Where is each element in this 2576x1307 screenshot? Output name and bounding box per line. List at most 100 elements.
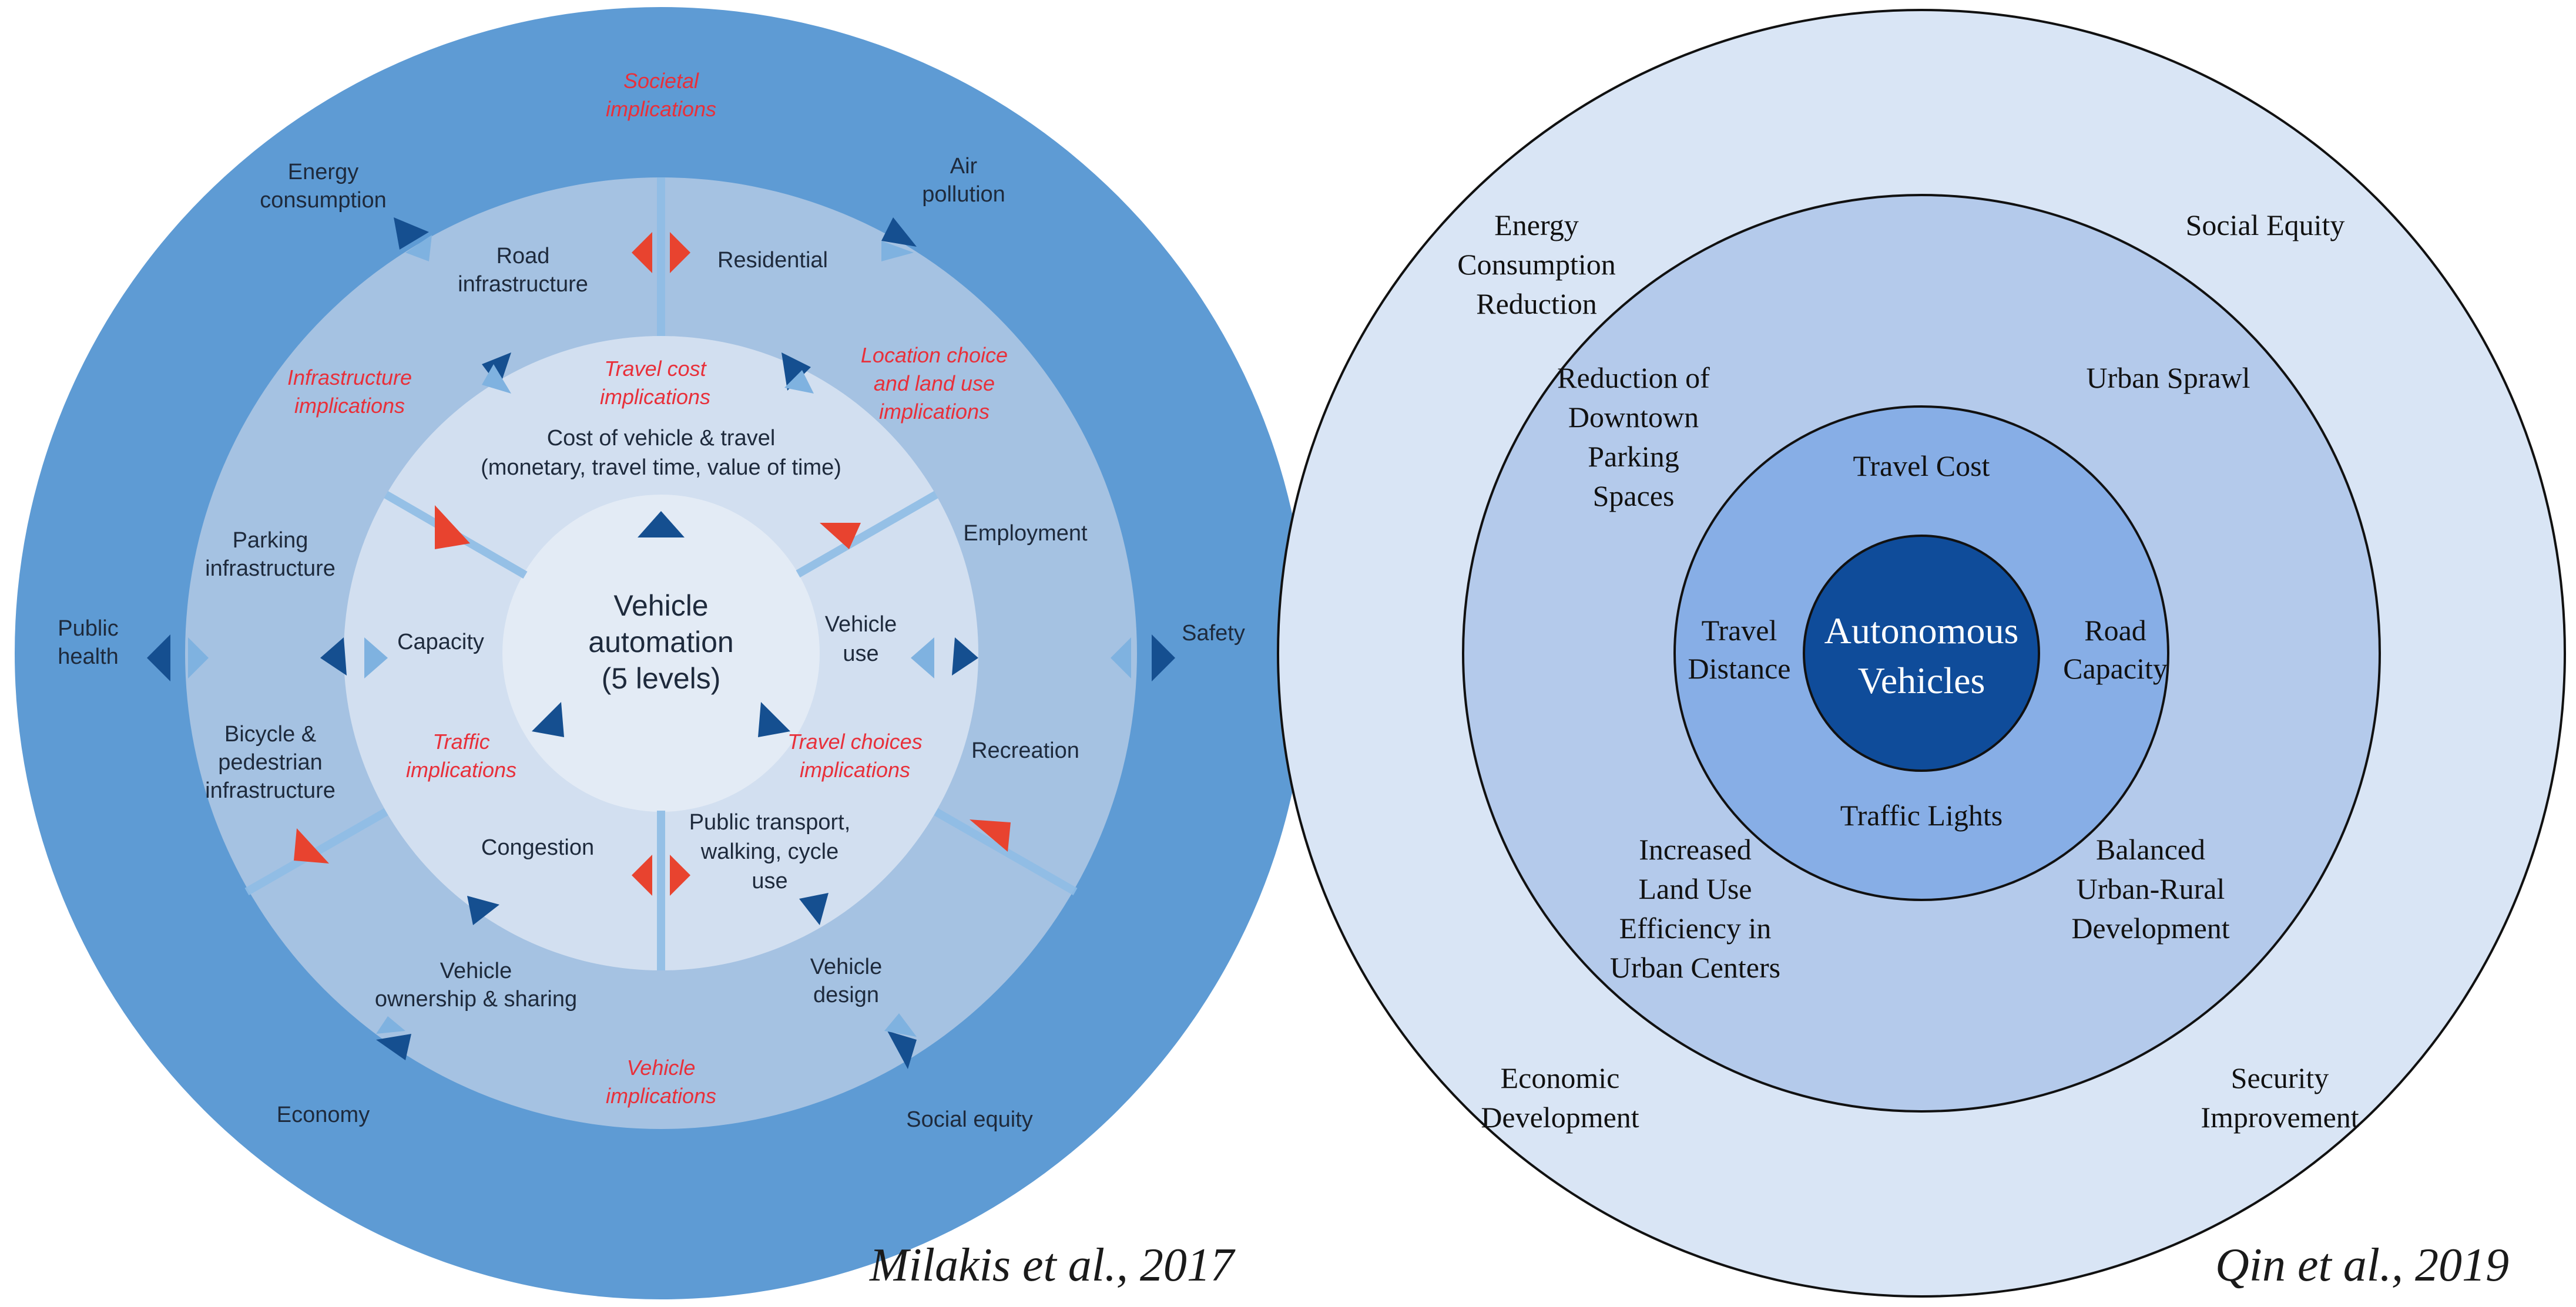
balanced-development-label: Urban-Rural — [2077, 872, 2225, 905]
public-health-label: health — [58, 644, 119, 669]
land-use-label: Efficiency in — [1619, 912, 1772, 945]
blue-triangle-marker — [881, 217, 917, 247]
travel-distance-label: Travel — [1702, 614, 1777, 647]
employment-label: Employment — [963, 521, 1088, 546]
center-line: automation — [588, 626, 733, 658]
left-red-markers — [294, 232, 1011, 896]
public-health-label: Public — [58, 616, 119, 641]
road-capacity-label: Capacity — [2063, 652, 2168, 685]
center-line: (5 levels) — [602, 662, 721, 695]
cost-label: (monetary, travel time, value of time) — [481, 455, 841, 480]
location-implications: implications — [879, 399, 990, 424]
blue-triangle-marker — [320, 637, 347, 676]
energy-label: Energy — [288, 160, 358, 184]
left-light-markers — [188, 235, 1131, 1037]
infrastructure-implications: implications — [294, 394, 405, 418]
center-line: Vehicle — [613, 589, 708, 622]
blue-triangle-marker — [638, 511, 685, 537]
traffic-implications: implications — [406, 758, 516, 782]
economic-development-label: Development — [1481, 1101, 1639, 1134]
red-diamond-marker — [632, 232, 652, 273]
road-capacity-label: Road — [2084, 614, 2146, 647]
blue-triangle-marker — [467, 896, 499, 925]
residential-label: Residential — [717, 248, 828, 273]
vehicle-implications: implications — [606, 1084, 716, 1108]
light-triangle-marker — [364, 637, 388, 678]
social-equity-label: Social Equity — [2186, 209, 2345, 241]
red-diamond-marker — [435, 505, 470, 549]
blue-triangle-marker — [799, 893, 829, 925]
infrastructure-implications: Infrastructure — [287, 365, 412, 389]
travel-choices-implications: implications — [800, 758, 910, 782]
right-center-label: Autonomous Vehicles — [1824, 610, 2019, 701]
vehicle-use-label: Vehicle — [825, 612, 897, 637]
recreation-label: Recreation — [971, 738, 1079, 763]
design-label: Vehicle — [810, 955, 883, 979]
air-pollution-label: Air — [950, 154, 978, 179]
design-label: design — [813, 983, 879, 1007]
left-center-label: Vehicle automation (5 levels) — [588, 589, 733, 695]
economy-label: Economy — [277, 1103, 370, 1127]
safety-label: Safety — [1182, 621, 1245, 646]
security-improvement-label: Security — [2231, 1061, 2329, 1094]
red-diamond-marker — [632, 855, 652, 896]
road-infrastructure-label: infrastructure — [458, 272, 588, 297]
light-triangle-marker — [405, 235, 432, 261]
center-line: Autonomous — [1824, 610, 2019, 651]
red-diamond-marker — [670, 232, 690, 273]
light-triangle-marker — [784, 370, 814, 394]
red-diamond-marker — [970, 819, 1011, 852]
parking-label: infrastructure — [205, 556, 336, 581]
land-use-label: Urban Centers — [1610, 951, 1780, 984]
parking-reduction-label: Spaces — [1593, 479, 1675, 512]
light-triangle-marker — [376, 1016, 405, 1034]
vehicle-use-label: use — [843, 641, 878, 666]
urban-sprawl-label: Urban Sprawl — [2086, 361, 2250, 394]
travel-cost-implications: implications — [600, 385, 710, 409]
location-implications: Location choice — [861, 343, 1008, 367]
parking-label: Parking — [233, 528, 308, 553]
road-infrastructure-label: Road — [497, 244, 550, 268]
location-implications: and land use — [874, 371, 995, 395]
energy-reduction-label: Energy — [1494, 209, 1578, 241]
travel-cost-implications: Travel cost — [604, 357, 707, 381]
right-citation: Qin et al., 2019 — [2215, 1239, 2509, 1291]
blue-triangle-marker — [952, 637, 978, 676]
energy-reduction-label: Reduction — [1476, 287, 1597, 320]
left-core — [502, 495, 820, 812]
social-equity-label: Social equity — [906, 1107, 1032, 1132]
public-transport-label: use — [752, 869, 787, 893]
balanced-development-label: Development — [2071, 912, 2229, 945]
security-improvement-label: Improvement — [2201, 1101, 2359, 1134]
qin-diagram: Autonomous Vehicles Travel Cost Travel D… — [1277, 9, 2566, 1298]
public-transport-label: Public transport, — [689, 810, 851, 835]
red-diamond-marker — [294, 828, 329, 864]
energy-reduction-label: Consumption — [1457, 248, 1615, 281]
parking-reduction-label: Downtown — [1568, 401, 1699, 434]
traffic-implications: Traffic — [432, 730, 489, 754]
economic-development-label: Economic — [1501, 1061, 1620, 1094]
light-triangle-marker — [482, 364, 511, 394]
blue-triangle-marker — [147, 634, 170, 681]
bicycle-label: pedestrian — [218, 750, 322, 775]
red-diamond-marker — [820, 523, 861, 549]
travel-distance-label: Distance — [1688, 652, 1791, 685]
bicycle-label: infrastructure — [205, 778, 336, 803]
blue-triangle-marker — [758, 702, 790, 737]
societal-implications: Societal — [623, 69, 699, 93]
left-citation: Milakis et al., 2017 — [869, 1239, 1236, 1291]
parking-reduction-label: Parking — [1588, 440, 1679, 473]
light-triangle-marker — [188, 637, 209, 678]
cost-label: Cost of vehicle & travel — [547, 426, 776, 451]
air-pollution-label: pollution — [922, 182, 1005, 207]
travel-choices-implications: Travel choices — [787, 730, 922, 754]
red-diamond-marker — [670, 855, 690, 896]
balanced-development-label: Balanced — [2096, 833, 2205, 866]
public-transport-label: walking, cycle — [700, 839, 838, 864]
blue-triangle-marker — [532, 702, 564, 737]
blue-triangle-marker — [1152, 634, 1175, 681]
center-line: Vehicles — [1858, 660, 1985, 701]
blue-triangle-marker — [394, 217, 429, 250]
congestion-label: Congestion — [481, 835, 594, 860]
